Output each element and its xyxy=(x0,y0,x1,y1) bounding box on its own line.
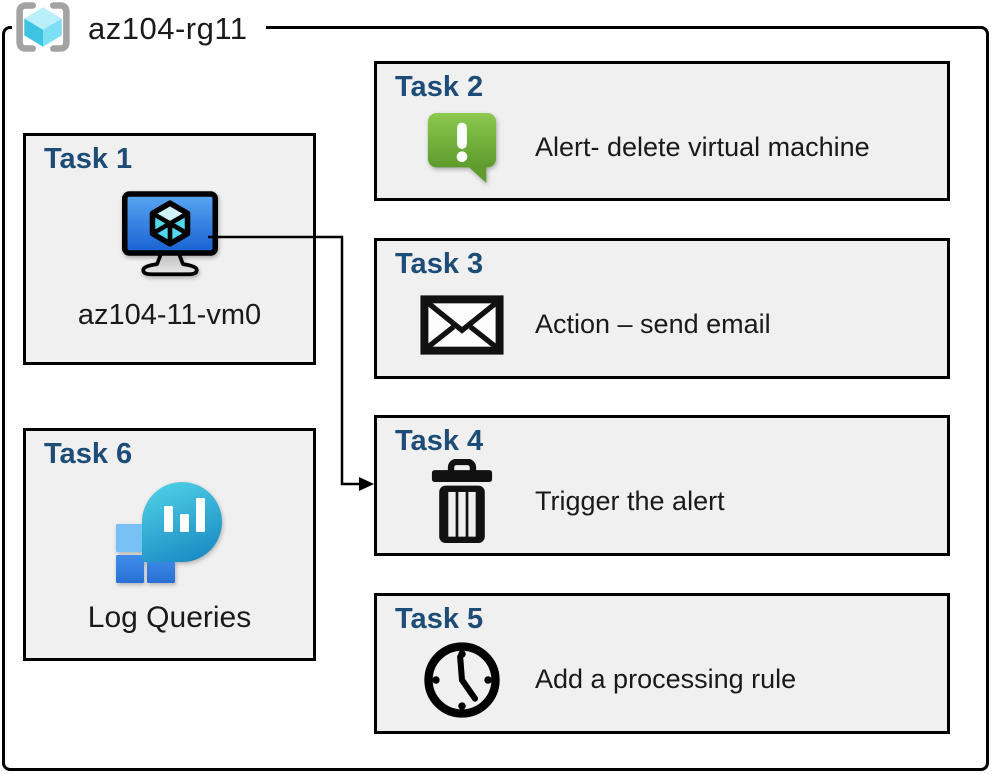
task-3-row: Action – send email xyxy=(419,282,947,376)
email-envelope-icon xyxy=(419,294,505,356)
task-3-label: Action – send email xyxy=(535,309,771,340)
task-5-title: Task 5 xyxy=(395,603,484,635)
task-2-row: Alert- delete virtual machine xyxy=(419,105,947,198)
log-queries-label: Log Queries xyxy=(87,600,252,634)
task-4-row: Trigger the alert xyxy=(419,458,947,553)
task-box-5: Task 5 Add a processing rule xyxy=(374,593,950,734)
task-2-label: Alert- delete virtual machine xyxy=(535,131,870,162)
task-1-title: Task 1 xyxy=(44,143,133,175)
task-6-title: Task 6 xyxy=(44,438,133,470)
trash-delete-icon xyxy=(419,458,505,545)
virtual-machine-icon xyxy=(121,190,218,285)
alert-message-icon xyxy=(419,109,505,185)
task-2-title: Task 2 xyxy=(395,71,484,103)
resource-group-label: az104-rg11 xyxy=(88,11,248,46)
clock-icon xyxy=(419,640,505,720)
vm-name-label: az104-11-vm0 xyxy=(77,298,262,331)
task-3-title: Task 3 xyxy=(395,248,484,280)
task-5-label: Add a processing rule xyxy=(535,664,797,695)
resource-group-icon xyxy=(14,0,72,59)
task-box-6: Task 6 Log Queries xyxy=(23,428,316,661)
task-4-label: Trigger the alert xyxy=(535,486,725,517)
task-5-row: Add a processing rule xyxy=(419,637,947,731)
task-4-title: Task 4 xyxy=(395,425,484,457)
log-analytics-icon xyxy=(115,480,224,589)
task-box-3: Task 3 Action – send email xyxy=(374,238,950,379)
task-box-1: Task 1 xyxy=(23,133,316,365)
resource-group-legend: az104-rg11 xyxy=(12,0,266,59)
task-box-4: Task 4 Trigger the alert xyxy=(374,415,950,556)
task-box-2: Task 2 Alert- delete virtual machine xyxy=(374,61,950,201)
